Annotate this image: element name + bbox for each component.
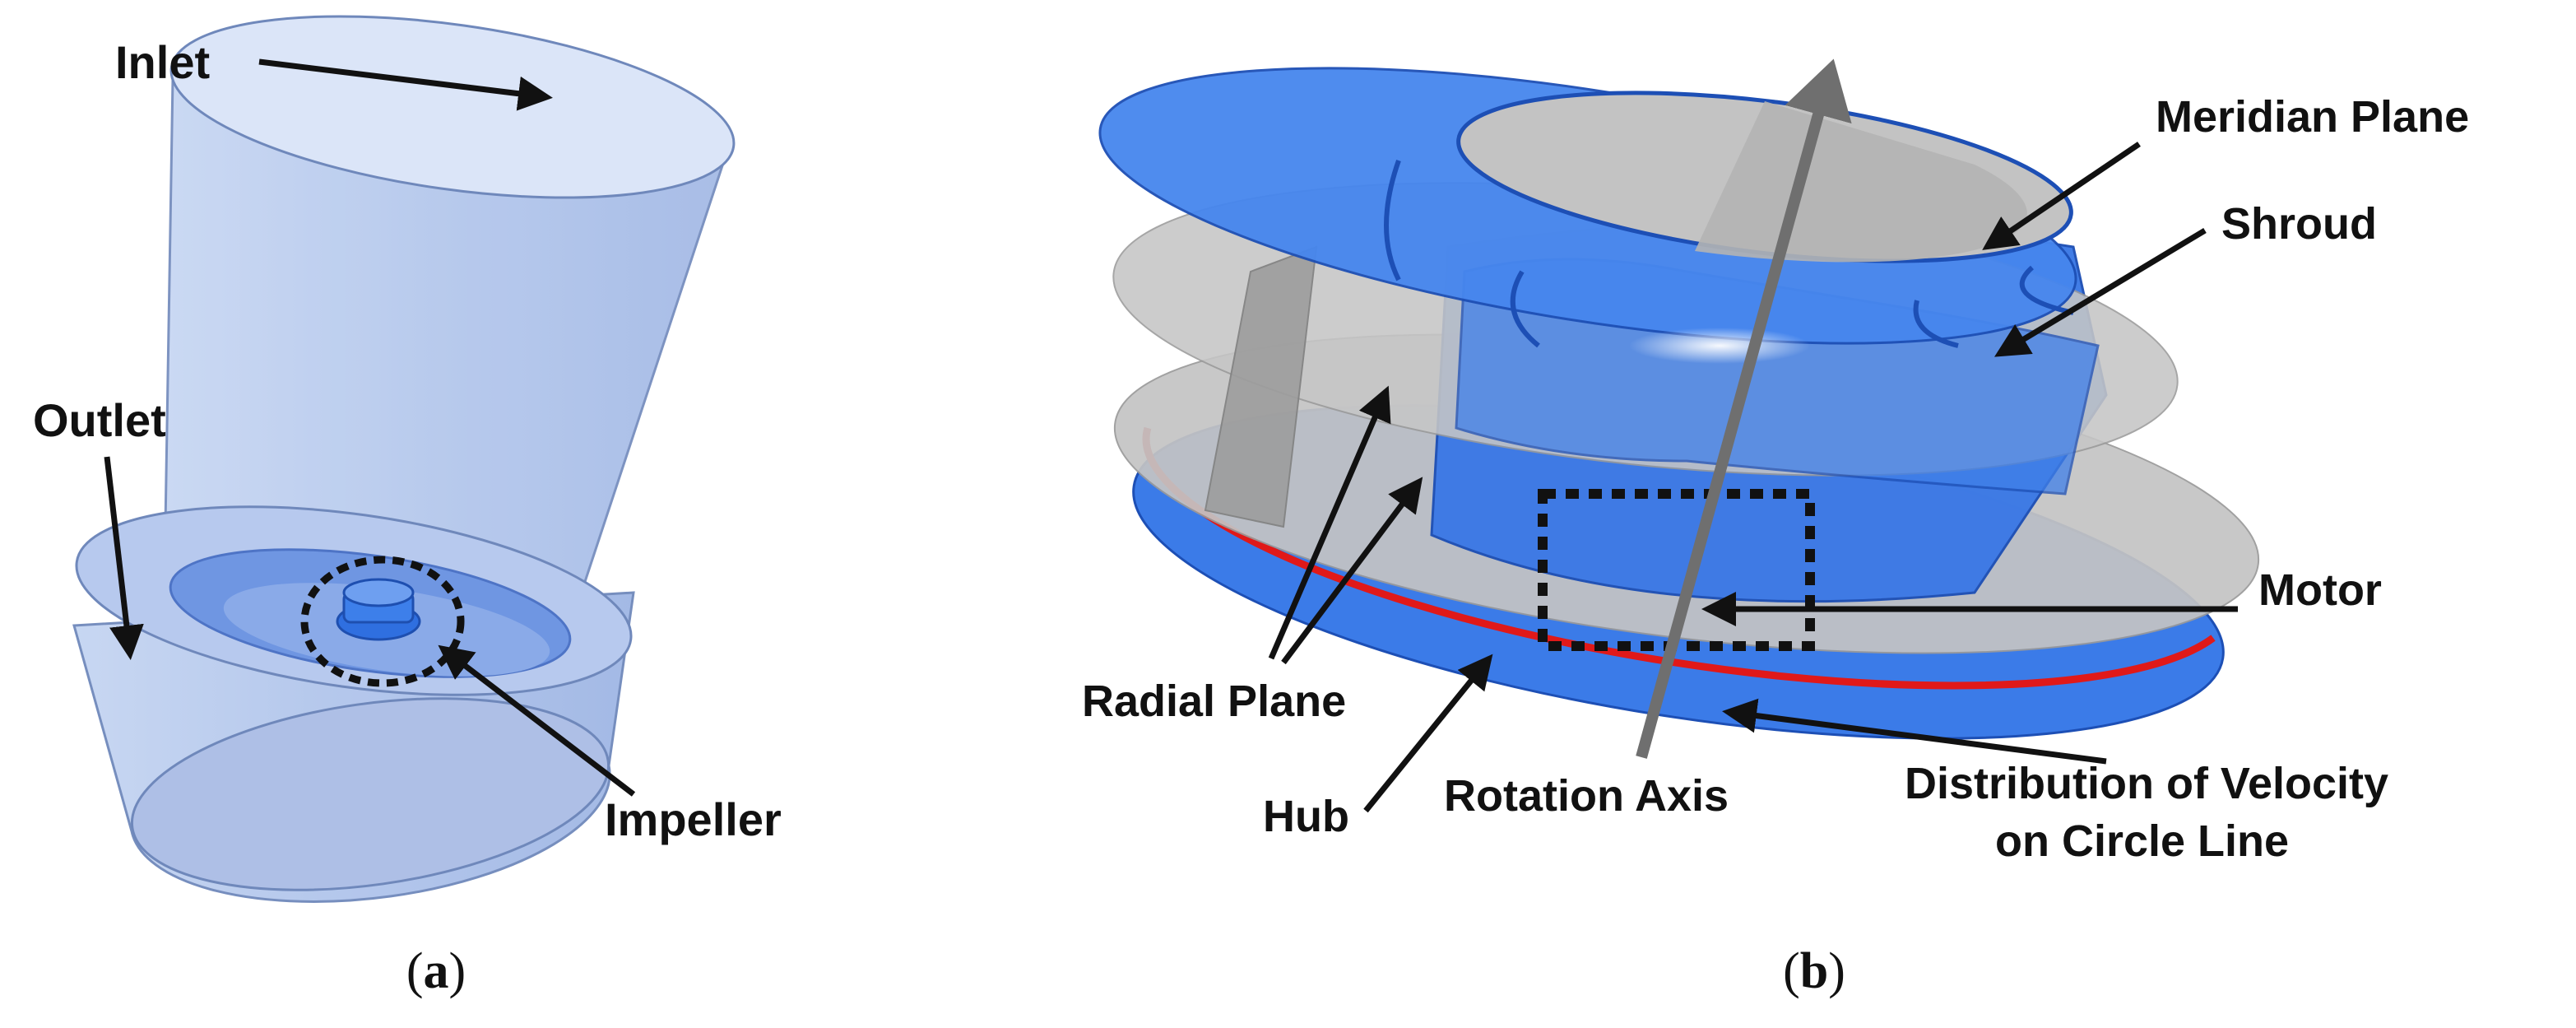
shroud-annotation: Shroud <box>1993 199 2377 357</box>
distribution-label-line1: Distribution of Velocity <box>1905 759 2388 808</box>
shroud-highlight <box>1629 328 1810 364</box>
radial-plane-arrow-1 <box>1268 385 1391 660</box>
impeller-annotation: Impeller <box>438 644 782 845</box>
impeller-highlight-circle <box>300 556 465 687</box>
impeller-arrow <box>438 644 636 797</box>
rotation-axis-line <box>1636 58 1852 759</box>
meridian-plane-annotation: Meridian Plane <box>1982 92 2469 250</box>
meridian-plane-label: Meridian Plane <box>2156 92 2469 142</box>
outlet-annotation: Outlet <box>33 394 166 660</box>
shroud-arrow <box>1993 227 2207 357</box>
hub-label: Hub <box>1263 792 1349 841</box>
rotation-axis-annotation: Rotation Axis <box>1444 771 1729 821</box>
outlet-cylinder-bottom <box>130 697 610 891</box>
rotation-axis-label: Rotation Axis <box>1444 771 1729 821</box>
inlet-label: Inlet <box>115 36 210 88</box>
hub-annotation: Hub <box>1263 654 1493 841</box>
caption-a: (a) <box>406 943 466 999</box>
distribution-label-line2: on Circle Line <box>1995 816 2289 866</box>
impeller-model <box>1098 58 2260 759</box>
radial-plane-arrow-2 <box>1281 477 1423 665</box>
blade-slit-2 <box>1510 270 1540 348</box>
inlet-annotation: Inlet <box>115 36 553 111</box>
hub-arrow <box>1363 654 1493 813</box>
meridian-plane-half <box>1695 101 2027 263</box>
outlet-arrow <box>104 456 144 660</box>
caption-b: (b) <box>1783 943 1845 999</box>
blade-slit-1 <box>1384 160 1401 281</box>
inlet-arrow <box>258 58 553 111</box>
impeller-label: Impeller <box>605 793 782 845</box>
outlet-label: Outlet <box>33 394 166 446</box>
motor-annotation: Motor <box>1701 565 2382 626</box>
fluid-domain-model <box>72 15 736 903</box>
meridian-plane-arrow <box>1982 142 2141 250</box>
impeller-small-top <box>342 578 415 607</box>
shroud-label: Shroud <box>2221 199 2377 249</box>
blade-slit-3 <box>1913 300 1959 348</box>
blade-slit-4 <box>2019 265 2074 315</box>
panel-b: Meridian Plane Shroud Motor Radial Plane… <box>1082 58 2469 999</box>
inlet-cylinder-top <box>169 15 736 199</box>
distribution-annotation: Distribution of Velocity on Circle Line <box>1722 698 2388 866</box>
motor-label: Motor <box>2258 565 2382 615</box>
radial-plane-annotation: Radial Plane <box>1082 385 1423 726</box>
distribution-arrow <box>1722 698 2107 765</box>
radial-plane-label: Radial Plane <box>1082 677 1346 726</box>
panel-a: Inlet Outlet Impeller (a) <box>33 15 782 999</box>
